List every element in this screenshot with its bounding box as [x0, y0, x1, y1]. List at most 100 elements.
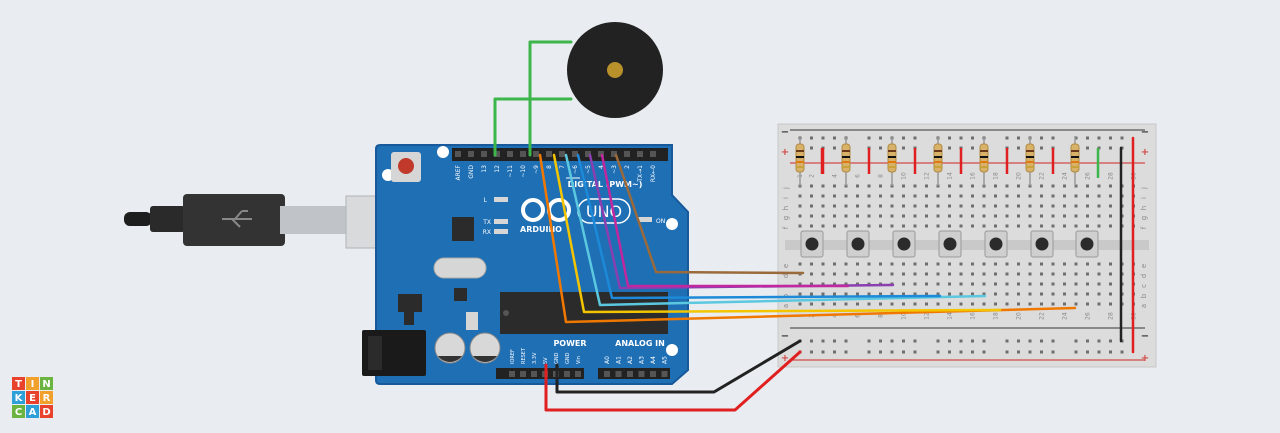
breadboard-hole[interactable]: [982, 214, 986, 218]
breadboard-hole[interactable]: [902, 204, 905, 208]
breadboard-hole[interactable]: [1028, 302, 1032, 306]
breadboard-hole[interactable]: [798, 292, 802, 296]
breadboard-hole[interactable]: [833, 282, 836, 286]
breadboard-hole[interactable]: [1074, 262, 1078, 266]
breadboard-hole[interactable]: [1051, 194, 1055, 198]
breadboard-hole[interactable]: [948, 302, 951, 306]
breadboard-hole[interactable]: [1028, 204, 1032, 208]
breadboard-hole[interactable]: [821, 184, 825, 188]
breadboard-hole[interactable]: [948, 184, 951, 188]
breadboard-hole[interactable]: [936, 302, 940, 306]
breadboard-hole[interactable]: [844, 204, 848, 208]
resistor[interactable]: [1070, 136, 1080, 186]
breadboard-hole[interactable]: [798, 214, 802, 218]
digital-pin-hole[interactable]: [559, 151, 565, 157]
rail-hole[interactable]: [971, 146, 974, 150]
breadboard-hole[interactable]: [1040, 214, 1043, 218]
rail-hole[interactable]: [1005, 350, 1009, 354]
breadboard-hole[interactable]: [844, 272, 848, 276]
breadboard-hole[interactable]: [948, 282, 951, 286]
breadboard-hole[interactable]: [1051, 214, 1055, 218]
resistor[interactable]: [887, 136, 897, 186]
breadboard-hole[interactable]: [1051, 262, 1055, 266]
breadboard-hole[interactable]: [879, 194, 882, 198]
breadboard-hole[interactable]: [994, 292, 997, 296]
digital-pin-hole[interactable]: [455, 151, 461, 157]
breadboard-hole[interactable]: [1109, 184, 1112, 188]
breadboard-hole[interactable]: [925, 204, 928, 208]
rail-hole[interactable]: [810, 350, 813, 354]
breadboard-hole[interactable]: [1051, 184, 1055, 188]
breadboard-hole[interactable]: [971, 262, 974, 266]
breadboard-hole[interactable]: [798, 302, 802, 306]
breadboard-hole[interactable]: [902, 184, 905, 188]
breadboard-hole[interactable]: [810, 194, 813, 198]
breadboard-hole[interactable]: [913, 184, 917, 188]
breadboard-hole[interactable]: [856, 184, 859, 188]
breadboard-hole[interactable]: [948, 224, 951, 228]
breadboard-hole[interactable]: [1074, 292, 1078, 296]
power-pin-hole[interactable]: [509, 371, 515, 377]
breadboard-hole[interactable]: [1005, 292, 1009, 296]
breadboard-hole[interactable]: [1005, 272, 1009, 276]
rail-hole[interactable]: [948, 339, 951, 343]
breadboard-hole[interactable]: [1040, 184, 1043, 188]
rail-hole[interactable]: [833, 350, 836, 354]
breadboard-hole[interactable]: [1051, 204, 1055, 208]
breadboard-hole[interactable]: [1109, 282, 1112, 286]
breadboard-hole[interactable]: [1074, 184, 1078, 188]
breadboard-hole[interactable]: [1017, 262, 1020, 266]
rail-hole[interactable]: [982, 339, 986, 343]
breadboard-hole[interactable]: [810, 302, 813, 306]
breadboard-hole[interactable]: [959, 204, 963, 208]
rail-hole[interactable]: [867, 350, 871, 354]
breadboard-hole[interactable]: [948, 204, 951, 208]
breadboard-hole[interactable]: [1086, 302, 1089, 306]
breadboard-hole[interactable]: [1109, 292, 1112, 296]
breadboard-hole[interactable]: [913, 302, 917, 306]
breadboard-hole[interactable]: [1097, 262, 1101, 266]
breadboard-hole[interactable]: [890, 272, 894, 276]
rail-hole[interactable]: [902, 339, 905, 343]
breadboard-hole[interactable]: [1086, 194, 1089, 198]
breadboard-hole[interactable]: [810, 292, 813, 296]
breadboard-hole[interactable]: [890, 214, 894, 218]
rail-hole[interactable]: [1040, 136, 1043, 140]
breadboard-hole[interactable]: [959, 282, 963, 286]
pushbutton[interactable]: [846, 230, 870, 258]
breadboard-hole[interactable]: [971, 224, 974, 228]
breadboard-hole[interactable]: [1086, 292, 1089, 296]
breadboard-hole[interactable]: [982, 262, 986, 266]
power-pin-hole[interactable]: [531, 371, 537, 377]
breadboard-hole[interactable]: [925, 302, 928, 306]
breadboard-hole[interactable]: [994, 184, 997, 188]
breadboard-hole[interactable]: [1097, 302, 1101, 306]
breadboard-hole[interactable]: [902, 224, 905, 228]
breadboard-hole[interactable]: [971, 214, 974, 218]
rail-hole[interactable]: [1028, 350, 1032, 354]
breadboard-hole[interactable]: [1040, 194, 1043, 198]
digital-pin-hole[interactable]: [650, 151, 656, 157]
breadboard-hole[interactable]: [1097, 214, 1101, 218]
rail-hole[interactable]: [833, 146, 836, 150]
breadboard-hole[interactable]: [936, 262, 940, 266]
breadboard-hole[interactable]: [833, 262, 836, 266]
rail-hole[interactable]: [1005, 339, 1009, 343]
breadboard-hole[interactable]: [879, 302, 882, 306]
breadboard-hole[interactable]: [844, 302, 848, 306]
rail-hole[interactable]: [1074, 136, 1078, 140]
breadboard-hole[interactable]: [948, 194, 951, 198]
breadboard-hole[interactable]: [959, 272, 963, 276]
breadboard-hole[interactable]: [1097, 282, 1101, 286]
breadboard-hole[interactable]: [1063, 262, 1066, 266]
breadboard-hole[interactable]: [1109, 262, 1112, 266]
rail-hole[interactable]: [867, 339, 871, 343]
breadboard-hole[interactable]: [936, 292, 940, 296]
breadboard-hole[interactable]: [913, 214, 917, 218]
breadboard-hole[interactable]: [982, 302, 986, 306]
breadboard-hole[interactable]: [810, 272, 813, 276]
rail-hole[interactable]: [821, 350, 825, 354]
rail-hole[interactable]: [1097, 350, 1101, 354]
breadboard-hole[interactable]: [971, 292, 974, 296]
breadboard-hole[interactable]: [810, 224, 813, 228]
